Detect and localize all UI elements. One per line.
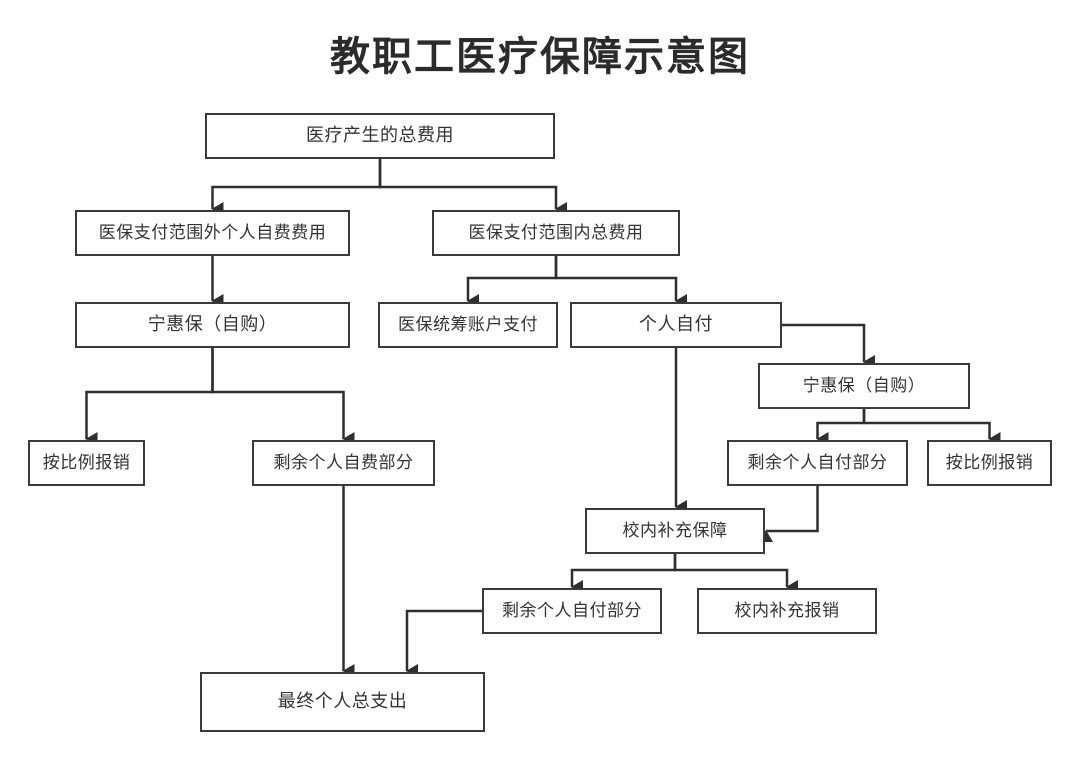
edge-in-scope-to-personal-pay	[554, 256, 687, 308]
node-label: 校内补充保障	[622, 520, 728, 541]
node-pooled-account-pay[interactable]: 医保统筹账户支付	[378, 302, 558, 348]
node-label: 按比例报销	[42, 452, 131, 473]
edge-campus-supplement-to-campus-reimburse	[673, 554, 798, 594]
node-label: 剩余个人自费部分	[273, 452, 414, 473]
edge-campus-supplement-to-remaining-personal-pay-2	[570, 554, 677, 594]
node-label: 宁惠保（自购）	[802, 375, 926, 396]
edge-remaining-personal-pay-to-campus-supplement	[759, 486, 819, 542]
node-final-personal-total[interactable]: 最终个人总支出	[200, 672, 485, 732]
node-label: 宁惠保（自购）	[147, 314, 278, 336]
edge-in-scope-to-pooled-account	[466, 256, 558, 308]
node-label: 校内补充报销	[734, 600, 840, 621]
node-label: 剩余个人自付部分	[747, 452, 888, 473]
node-remaining-personal-pay-2[interactable]: 剩余个人自付部分	[482, 588, 662, 634]
node-label: 医保支付范围外个人自费费用	[98, 222, 327, 243]
node-proportional-reimburse-right[interactable]: 按比例报销	[927, 440, 1052, 486]
node-label: 最终个人总支出	[277, 691, 408, 713]
node-ninghuibao-left[interactable]: 宁惠保（自购）	[75, 302, 350, 348]
edge-ninghuibao-left-to-proportional-reimburse	[85, 348, 214, 446]
node-total-cost[interactable]: 医疗产生的总费用	[205, 113, 555, 159]
edge-ninghuibao-left-to-remaining-self-pay	[211, 348, 355, 446]
node-campus-supplement-guarantee[interactable]: 校内补充保障	[585, 508, 765, 554]
node-label: 剩余个人自付部分	[502, 600, 642, 621]
edge-total-cost-to-out-of-scope	[211, 159, 382, 216]
edge-remaining-personal-pay-2-to-final-total	[405, 609, 482, 678]
node-proportional-reimburse-left[interactable]: 按比例报销	[28, 440, 145, 486]
node-out-of-scope-self-pay[interactable]: 医保支付范围外个人自费费用	[75, 210, 350, 256]
node-personal-pay[interactable]: 个人自付	[570, 302, 782, 348]
node-ninghuibao-right[interactable]: 宁惠保（自购）	[758, 363, 970, 409]
edge-total-cost-to-in-scope	[378, 159, 567, 216]
node-in-scope-total[interactable]: 医保支付范围内总费用	[432, 210, 680, 256]
node-label: 医保统筹账户支付	[398, 314, 538, 335]
node-campus-supplement-reimburse[interactable]: 校内补充报销	[697, 588, 877, 634]
page-title: 教职工医疗保障示意图	[330, 34, 750, 80]
node-label: 医保支付范围内总费用	[468, 222, 644, 243]
node-label: 医疗产生的总费用	[306, 125, 454, 147]
edge-ninghuibao-right-to-remaining-personal-pay	[816, 409, 866, 446]
node-label: 按比例报销	[945, 452, 1034, 473]
node-remaining-self-pay-cost[interactable]: 剩余个人自费部分	[252, 440, 435, 486]
node-label: 个人自付	[639, 314, 713, 336]
node-remaining-personal-pay-1[interactable]: 剩余个人自付部分	[727, 440, 908, 486]
edge-ninghuibao-right-to-proportional-reimburse	[862, 409, 1001, 446]
edge-personal-pay-to-ninghuibao-right	[782, 323, 875, 369]
